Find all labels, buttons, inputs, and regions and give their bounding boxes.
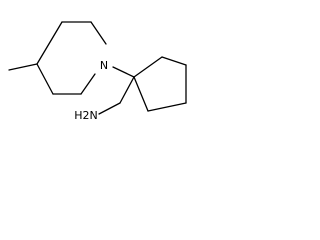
bond-ring-upper-left — [36, 21, 63, 65]
nitrogen-label: N — [100, 59, 108, 72]
bond-methyl — [8, 63, 38, 71]
bond-ring-n-lower — [80, 73, 96, 95]
bond-ring-lower-left — [36, 63, 54, 95]
piperidine-ring — [36, 21, 107, 95]
bond-cp-5 — [133, 76, 149, 112]
bond-cp-2 — [161, 56, 187, 66]
bond-n-to-cyclopentyl — [112, 66, 135, 78]
molecule-diagram: N H2N — [8, 21, 187, 122]
bond-ring-upper-right — [90, 21, 107, 45]
structure-canvas: N H2N — [0, 0, 209, 123]
bond-ch2-to-amine — [98, 102, 121, 115]
amine-label: H2N — [74, 109, 98, 122]
bond-cyclopentyl-to-ch2 — [119, 76, 135, 104]
bond-cp-4 — [147, 102, 187, 112]
bond-cp-1 — [133, 56, 163, 78]
cyclopentane-ring — [133, 56, 187, 112]
